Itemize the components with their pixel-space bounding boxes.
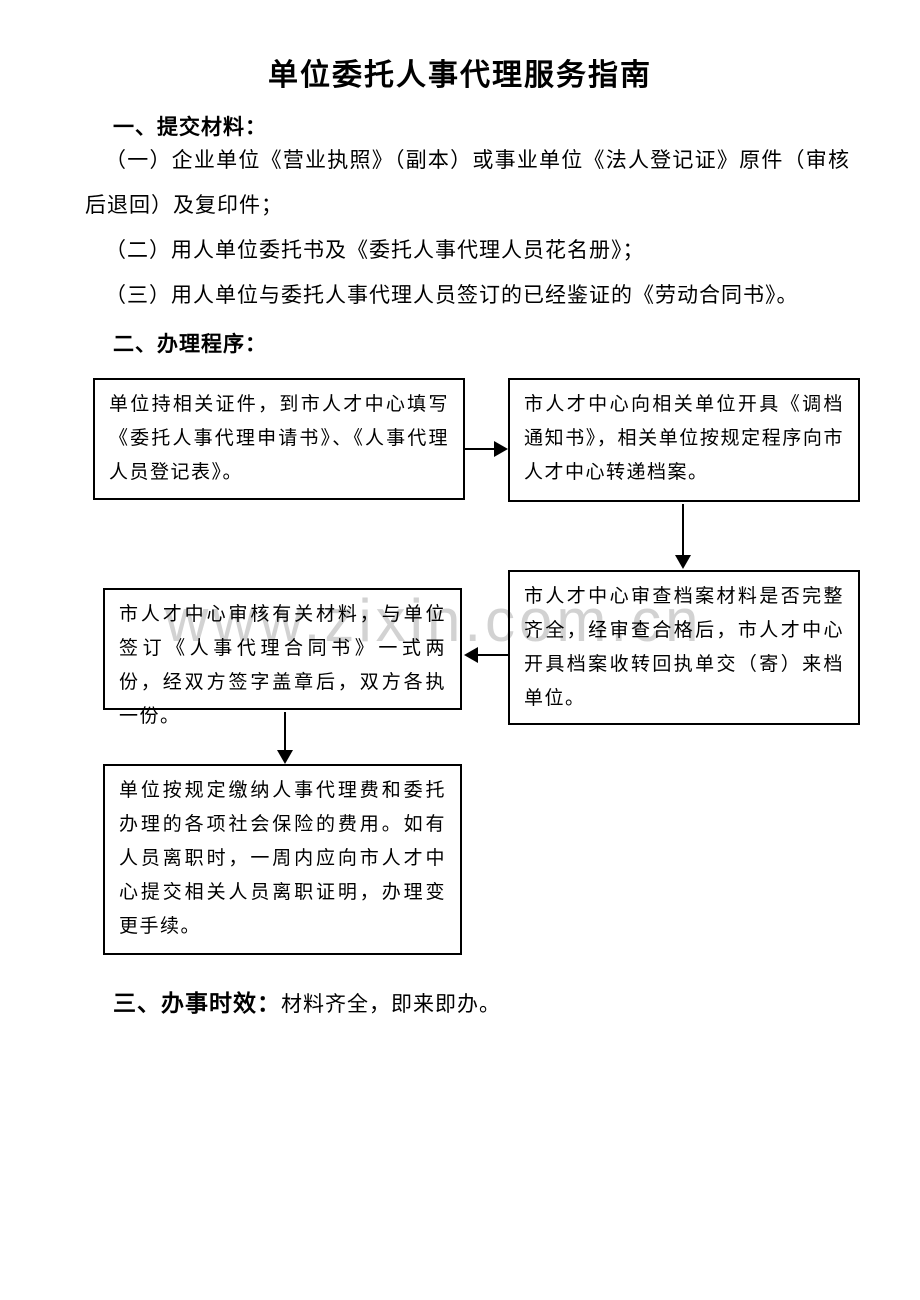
flow-step-1: 单位持相关证件，到市人才中心填写《委托人事代理申请书》、《人事代理人员登记表》。 [93, 378, 465, 500]
material-item-2: （二）用人单位委托书及《委托人事代理人员花名册》； [105, 238, 645, 262]
material-item-1: （一）企业单位《营业执照》（副本）或事业单位《法人登记证》原件（审核后退回）及复… [85, 148, 850, 217]
arrow-down-line-2 [284, 712, 286, 751]
arrow-down-head-2 [277, 750, 293, 764]
arrow-down-head [675, 555, 691, 569]
arrow-down-line [682, 504, 684, 556]
timeliness-heading: 三、办事时效： [113, 990, 281, 1016]
arrow-right-head [494, 441, 508, 457]
section-heading-procedure: 二、办理程序： [113, 333, 267, 356]
arrow-left-line [476, 654, 508, 656]
arrow-left-head [464, 647, 478, 663]
watermark: www.zixin.com.cn [165, 587, 703, 654]
timeliness-text: 材料齐全，即来即办。 [281, 992, 501, 1016]
material-item-3: （三）用人单位与委托人事代理人员签订的已经鉴证的《劳动合同书》。 [105, 283, 799, 307]
section-heading-materials: 一、提交材料： [113, 116, 267, 139]
flow-step-3: 市人才中心审查档案材料是否完整齐全，经审查合格后，市人才中心开具档案收转回执单交… [508, 570, 860, 725]
flow-step-2: 市人才中心向相关单位开具《调档通知书》，相关单位按规定程序向市人才中心转递档案。 [508, 378, 860, 502]
arrow-right-line [464, 448, 496, 450]
page-title: 单位委托人事代理服务指南 [268, 59, 652, 92]
flow-step-4: 市人才中心审核有关材料，与单位签订《人事代理合同书》一式两份，经双方签字盖章后，… [103, 588, 462, 727]
flow-step-5: 单位按规定缴纳人事代理费和委托办理的各项社会保险的费用。如有人员离职时，一周内应… [103, 764, 462, 955]
section-timeliness: 三、办事时效：材料齐全，即来即办。 [113, 984, 501, 1018]
